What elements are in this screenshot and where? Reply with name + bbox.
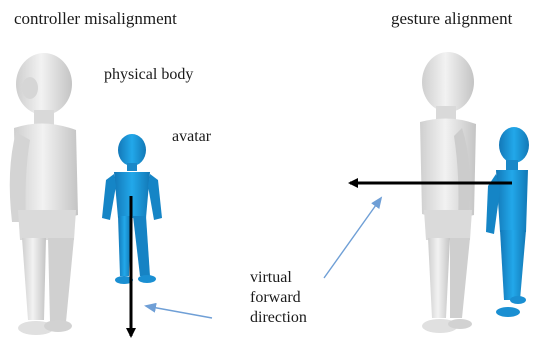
left-pointer-arrow	[146, 306, 212, 318]
right-pointer-arrow	[324, 198, 381, 278]
virtual-forward-direction-line-2: forward	[250, 288, 307, 308]
right-avatar-figure	[486, 127, 529, 317]
right-panel-title: gesture alignment	[391, 9, 512, 29]
right-physical-body-figure	[420, 52, 476, 333]
left-panel-title: controller misalignment	[14, 9, 177, 29]
physical-body-label: physical body	[104, 66, 193, 84]
left-physical-body-figure	[10, 53, 78, 335]
virtual-forward-direction-line-1: virtual	[250, 268, 307, 288]
avatar-label: avatar	[172, 128, 211, 146]
virtual-forward-direction-line-3: direction	[250, 308, 307, 328]
virtual-forward-direction-label: virtual forward direction	[250, 268, 307, 328]
